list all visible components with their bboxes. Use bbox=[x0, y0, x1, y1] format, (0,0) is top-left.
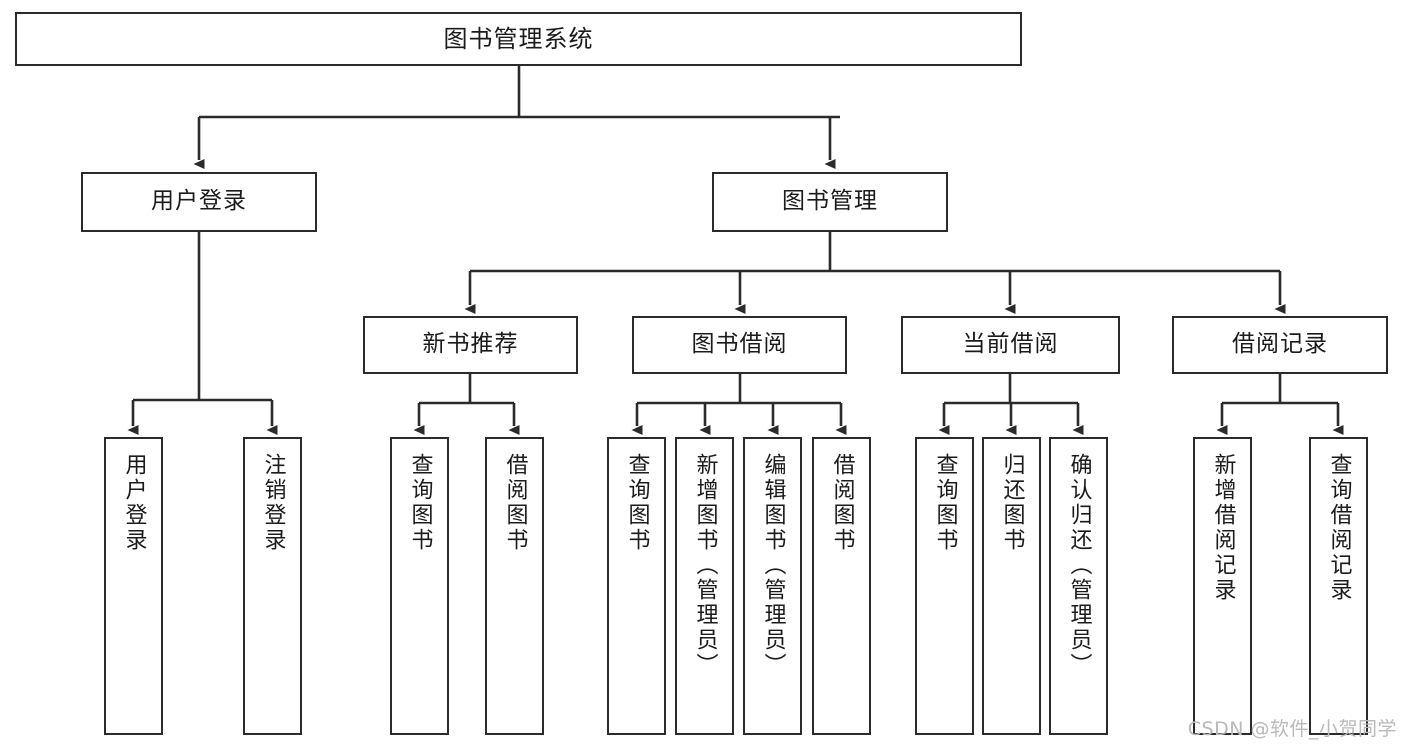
leaf-query-borrow-record[interactable]: 查询借阅记录 bbox=[1309, 437, 1368, 735]
node-label: 借阅图书 bbox=[829, 453, 855, 553]
leaf-confirm-return-admin[interactable]: 确认归还（管理员） bbox=[1049, 437, 1108, 735]
node-label: 用户登录 bbox=[121, 453, 147, 553]
leaf-return-book[interactable]: 归还图书 bbox=[982, 437, 1041, 735]
node-label: 图书借阅 bbox=[691, 331, 788, 358]
leaf-add-book-admin[interactable]: 新增图书（管理员） bbox=[675, 437, 734, 735]
node-label: 新增借阅记录 bbox=[1210, 453, 1236, 603]
leaf-borrow-book[interactable]: 借阅图书 bbox=[812, 437, 871, 735]
leaf-borrow-book-recommend[interactable]: 借阅图书 bbox=[485, 437, 544, 735]
node-label: 查询图书 bbox=[624, 453, 650, 553]
node-new-book-recommend[interactable]: 新书推荐 bbox=[363, 316, 578, 374]
node-label: 新书推荐 bbox=[422, 331, 519, 358]
node-label: 当前借阅 bbox=[962, 331, 1059, 358]
node-label: 借阅图书 bbox=[502, 453, 528, 553]
node-label: 图书管理系统 bbox=[443, 24, 594, 53]
watermark: CSDN @软件_小贺同学 bbox=[1187, 718, 1397, 740]
node-label: 图书管理 bbox=[782, 188, 878, 215]
node-label: 查询图书 bbox=[932, 453, 958, 553]
node-label: 用户登录 bbox=[151, 188, 247, 215]
node-label: 编辑图书（管理员） bbox=[760, 453, 786, 678]
node-root-library-system[interactable]: 图书管理系统 bbox=[15, 12, 1022, 66]
node-label: 查询借阅记录 bbox=[1326, 453, 1352, 603]
leaf-query-book-current[interactable]: 查询图书 bbox=[915, 437, 974, 735]
leaf-add-borrow-record[interactable]: 新增借阅记录 bbox=[1193, 437, 1252, 735]
leaf-user-login[interactable]: 用户登录 bbox=[104, 437, 163, 735]
leaf-logout[interactable]: 注销登录 bbox=[243, 437, 302, 735]
node-book-borrow[interactable]: 图书借阅 bbox=[632, 316, 847, 374]
node-label: 查询图书 bbox=[407, 453, 433, 553]
node-label: 借阅记录 bbox=[1232, 331, 1328, 358]
node-label: 归还图书 bbox=[999, 453, 1025, 553]
leaf-query-book-borrow[interactable]: 查询图书 bbox=[607, 437, 666, 735]
node-user-login[interactable]: 用户登录 bbox=[81, 172, 317, 232]
leaf-query-book-recommend[interactable]: 查询图书 bbox=[390, 437, 449, 735]
leaf-edit-book-admin[interactable]: 编辑图书（管理员） bbox=[743, 437, 802, 735]
node-borrow-record[interactable]: 借阅记录 bbox=[1172, 316, 1388, 374]
node-current-borrow[interactable]: 当前借阅 bbox=[901, 316, 1120, 374]
node-label: 注销登录 bbox=[260, 453, 286, 553]
node-label: 新增图书（管理员） bbox=[692, 453, 718, 678]
node-label: 确认归还（管理员） bbox=[1066, 453, 1092, 678]
node-book-management[interactable]: 图书管理 bbox=[712, 172, 948, 232]
